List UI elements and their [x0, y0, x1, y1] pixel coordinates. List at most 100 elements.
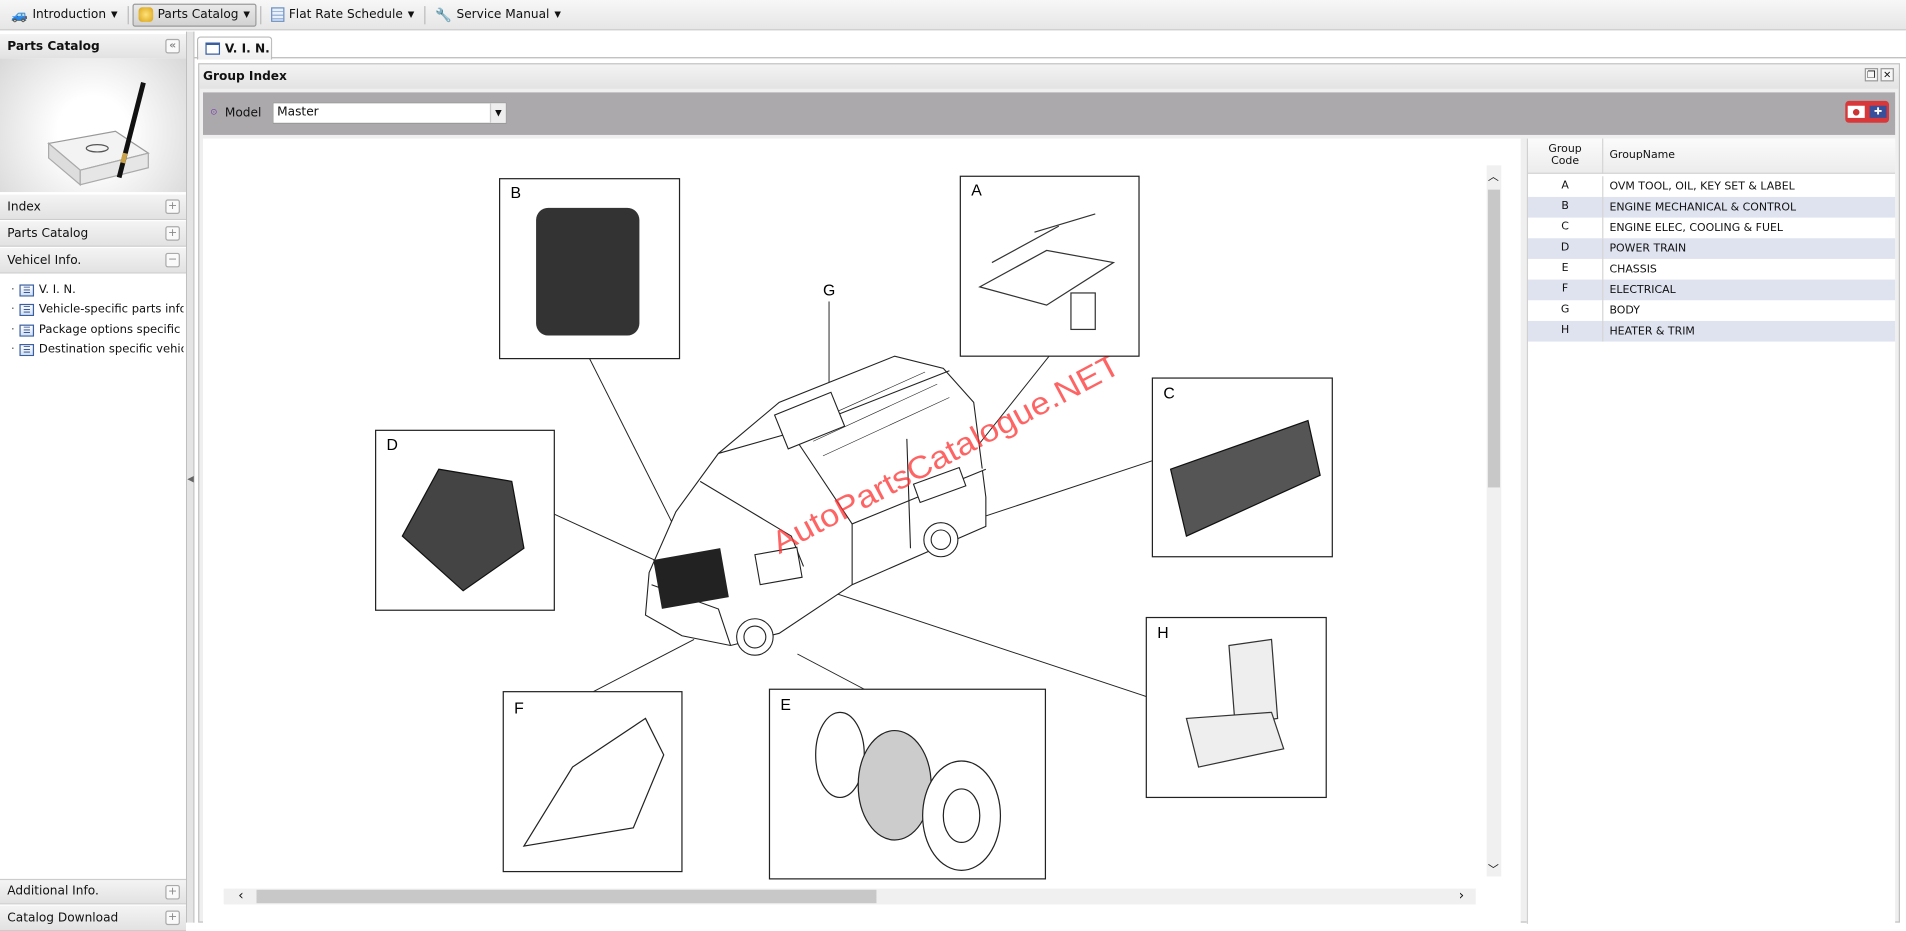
toolbar-separator [127, 5, 129, 24]
group-name-cell: HEATER & TRIM [1609, 325, 1695, 338]
tab-vin[interactable]: V. I. N. [196, 36, 273, 60]
scroll-up-icon[interactable]: ︿ [1487, 171, 1499, 184]
tree-item-label: Destination specific vehicle info [38, 342, 184, 357]
sidebar-section-vehicle-info[interactable]: Vehicel Info.− [0, 247, 186, 274]
section-label: Parts Catalog [7, 226, 89, 241]
dropdown-caret-icon: ▼ [407, 9, 415, 20]
table-icon [270, 7, 284, 22]
dropdown-caret-icon: ▼ [243, 9, 250, 20]
tree-item-label: Vehicle-specific parts info [38, 302, 184, 317]
sidebar-section-additional-info[interactable]: Additional Info. + [0, 878, 186, 905]
chevron-down-icon[interactable]: ▼ [489, 103, 506, 123]
group-index-panel: Group Index ❐ ✕ ⊙ Model Master ▼ ● ✚ [198, 63, 1900, 924]
model-select[interactable]: Master ▼ [272, 102, 507, 124]
scrollbar-thumb[interactable] [1487, 189, 1501, 488]
restore-icon[interactable]: ❐ [1864, 68, 1879, 82]
expand-button[interactable]: + [165, 884, 180, 900]
form-icon: ☰ [19, 343, 35, 356]
catalog-banner-image [0, 58, 186, 193]
group-code-cell: A [1528, 176, 1604, 197]
tree-item-vin[interactable]: ·☰V. I. N. [10, 283, 76, 297]
minus-icon: − [168, 254, 178, 267]
tree-item-vehicle-parts[interactable]: ·☰Vehicle-specific parts info [11, 303, 184, 316]
group-box-E[interactable]: E [768, 688, 1047, 880]
tree-item-package-options[interactable]: ·☰Package options specific vehicle info [11, 323, 184, 336]
sidebar-section-catalog-download[interactable]: Catalog Download + [0, 905, 186, 931]
section-label: Catalog Download [7, 911, 119, 925]
section-label: Additional Info. [7, 884, 99, 899]
collapse-button[interactable]: − [165, 252, 180, 268]
uk-flag-icon[interactable]: ✚ [1869, 105, 1887, 118]
group-code-cell: B [1528, 196, 1604, 218]
box-label: A [971, 183, 982, 200]
box-label: F [514, 701, 524, 718]
expand-button[interactable]: + [165, 199, 180, 214]
form-icon: ☰ [19, 323, 35, 337]
service-manual-menu[interactable]: 🔧 Service Manual▼ [429, 3, 567, 26]
scrollbar-thumb[interactable] [256, 889, 877, 904]
model-label: Model [224, 106, 262, 121]
introduction-menu[interactable]: 🚙 Introduction▼ [5, 3, 124, 26]
flat-rate-schedule-menu[interactable]: Flat Rate Schedule▼ [265, 3, 421, 26]
box-label: H [1157, 625, 1168, 642]
column-header-name[interactable]: GroupName [1603, 138, 1896, 174]
vertical-scrollbar[interactable]: ︿ ﹀ [1486, 165, 1502, 877]
car-icon: 🚙 [10, 6, 28, 23]
group-diagram: AutoPartsCatalogue.NET B A D C H F E G ︿… [203, 138, 1521, 924]
box-label: C [1163, 386, 1174, 403]
group-code-cell: E [1528, 258, 1604, 280]
van-drawing [644, 355, 987, 656]
group-name-cell: ENGINE ELEC, COOLING & FUEL [1609, 221, 1784, 235]
tree-item-destination[interactable]: ·☰Destination specific vehicle info [11, 343, 184, 356]
group-box-D[interactable]: D [375, 429, 555, 611]
left-panel: Parts Catalog « Index+ Parts Catalog + Ve… [0, 31, 188, 931]
scroll-down-icon[interactable]: ﹀ [1487, 864, 1499, 877]
group-name-cell: ENGINE MECHANICAL & CONTROL [1609, 201, 1797, 214]
table-row[interactable]: B ENGINE MECHANICAL & CONTROL [1528, 196, 1896, 218]
close-icon[interactable]: ✕ [1880, 68, 1894, 82]
dropdown-caret-icon: ▼ [110, 9, 118, 20]
sidebar-section-parts-catalog[interactable]: Parts Catalog + [0, 221, 186, 247]
group-name-cell: OVM TOOL, OIL, KEY SET & LABEL [1609, 180, 1795, 193]
tool-kit-icon [978, 213, 1116, 331]
header-label: Group Code [1548, 143, 1582, 168]
korean-flag-icon[interactable]: ● [1847, 105, 1865, 118]
panel-title: Parts Catalog [7, 39, 100, 53]
group-code-cell: G [1528, 300, 1604, 321]
table-row[interactable]: E CHASSIS [1528, 258, 1895, 280]
plus-icon: + [168, 911, 178, 924]
expand-button[interactable]: + [165, 226, 180, 241]
column-header-code[interactable]: Group Code [1528, 138, 1604, 174]
scroll-left-icon[interactable]: ‹ [238, 887, 244, 904]
group-box-C[interactable]: C [1151, 377, 1333, 558]
sidebar-section-index[interactable]: Index+ [0, 194, 186, 221]
parts-catalog-menu[interactable]: Parts Catalog▼ [132, 3, 256, 27]
tree-item-label: Package options specific vehicle info [38, 323, 184, 337]
plus-icon: + [168, 886, 178, 899]
plus-icon: + [168, 227, 178, 240]
model-value: Master [277, 105, 319, 120]
group-box-B[interactable]: B [499, 178, 681, 360]
group-box-H[interactable]: H [1145, 616, 1327, 799]
panel-splitter[interactable]: ◀ [187, 31, 195, 923]
group-box-A[interactable]: A [959, 175, 1140, 357]
catalog-book-icon [47, 82, 150, 187]
collapse-panel-button[interactable]: « [165, 38, 180, 54]
toolbar-separator [259, 5, 261, 24]
horizontal-scrollbar[interactable]: ‹ › [223, 887, 1476, 905]
group-table: Group Code GroupName A OVM TOOL, OIL, KEY… [1526, 138, 1896, 924]
introduction-label: Introduction [32, 7, 107, 22]
window-icon [205, 42, 221, 55]
group-name-cell: CHASSIS [1609, 263, 1657, 276]
bullet-icon: ⊙ [210, 106, 218, 117]
tab-bar: V. I. N. [194, 31, 1906, 60]
scroll-right-icon[interactable]: › [1458, 887, 1465, 904]
table-row[interactable]: A OVM TOOL, OIL, KEY SET & LABEL [1528, 176, 1895, 197]
collapse-icon: « [169, 40, 177, 53]
group-box-F[interactable]: F [502, 691, 683, 873]
